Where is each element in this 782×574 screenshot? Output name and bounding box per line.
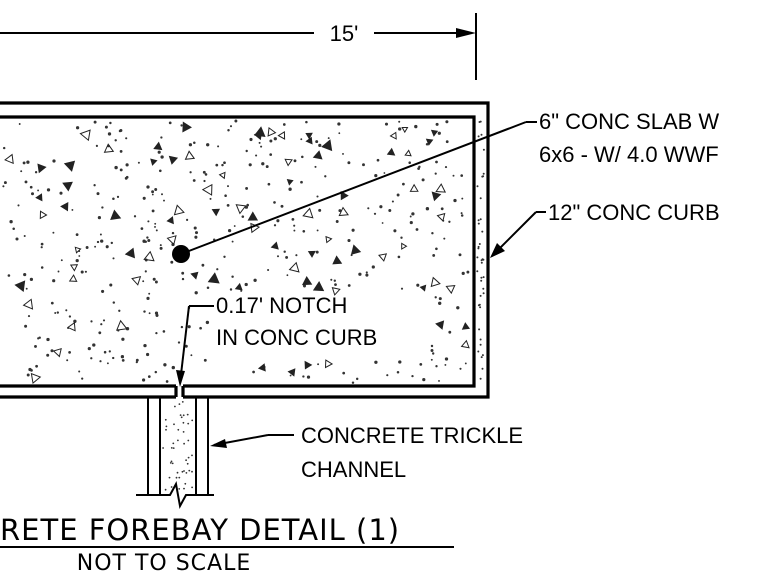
- concrete-slab: [0, 105, 488, 491]
- curb-leader: 12" CONC CURB: [490, 200, 720, 258]
- dimension-arrowhead: [456, 28, 476, 38]
- detail-title: RETE FOREBAY DETAIL (1): [0, 513, 400, 547]
- slab-leader: 6" CONC SLAB W 6x6 - W/ 4.0 WWF: [172, 109, 719, 263]
- break-line: [136, 481, 214, 509]
- concrete-curb: [0, 101, 490, 399]
- dimension-label: 15': [330, 21, 359, 46]
- notch-label-line1: 0.17' NOTCH: [216, 293, 347, 318]
- concrete-stipple: [2, 119, 485, 491]
- slab-fill: [0, 105, 488, 397]
- notch-leader: 0.17' NOTCH IN CONC CURB: [176, 293, 377, 387]
- channel-label-line2: CHANNEL: [301, 457, 406, 482]
- channel-arrowhead: [210, 439, 227, 448]
- notch-label-line2: IN CONC CURB: [216, 325, 377, 350]
- title-block: RETE FOREBAY DETAIL (1) NOT TO SCALE: [0, 513, 454, 574]
- channel-label-line1: CONCRETE TRICKLE: [301, 423, 523, 448]
- detail-subtitle: NOT TO SCALE: [77, 551, 252, 574]
- curb-label: 12" CONC CURB: [548, 200, 720, 225]
- slab-label-line2: 6x6 - W/ 4.0 WWF: [539, 142, 719, 167]
- dimension-15ft: 15': [0, 13, 477, 80]
- notch-arrowhead: [176, 370, 185, 387]
- curb-arrowhead: [490, 243, 505, 258]
- trickle-channel: [136, 397, 214, 509]
- slab-label-line1: 6" CONC SLAB W: [539, 109, 719, 134]
- channel-leader: CONCRETE TRICKLE CHANNEL: [210, 423, 523, 482]
